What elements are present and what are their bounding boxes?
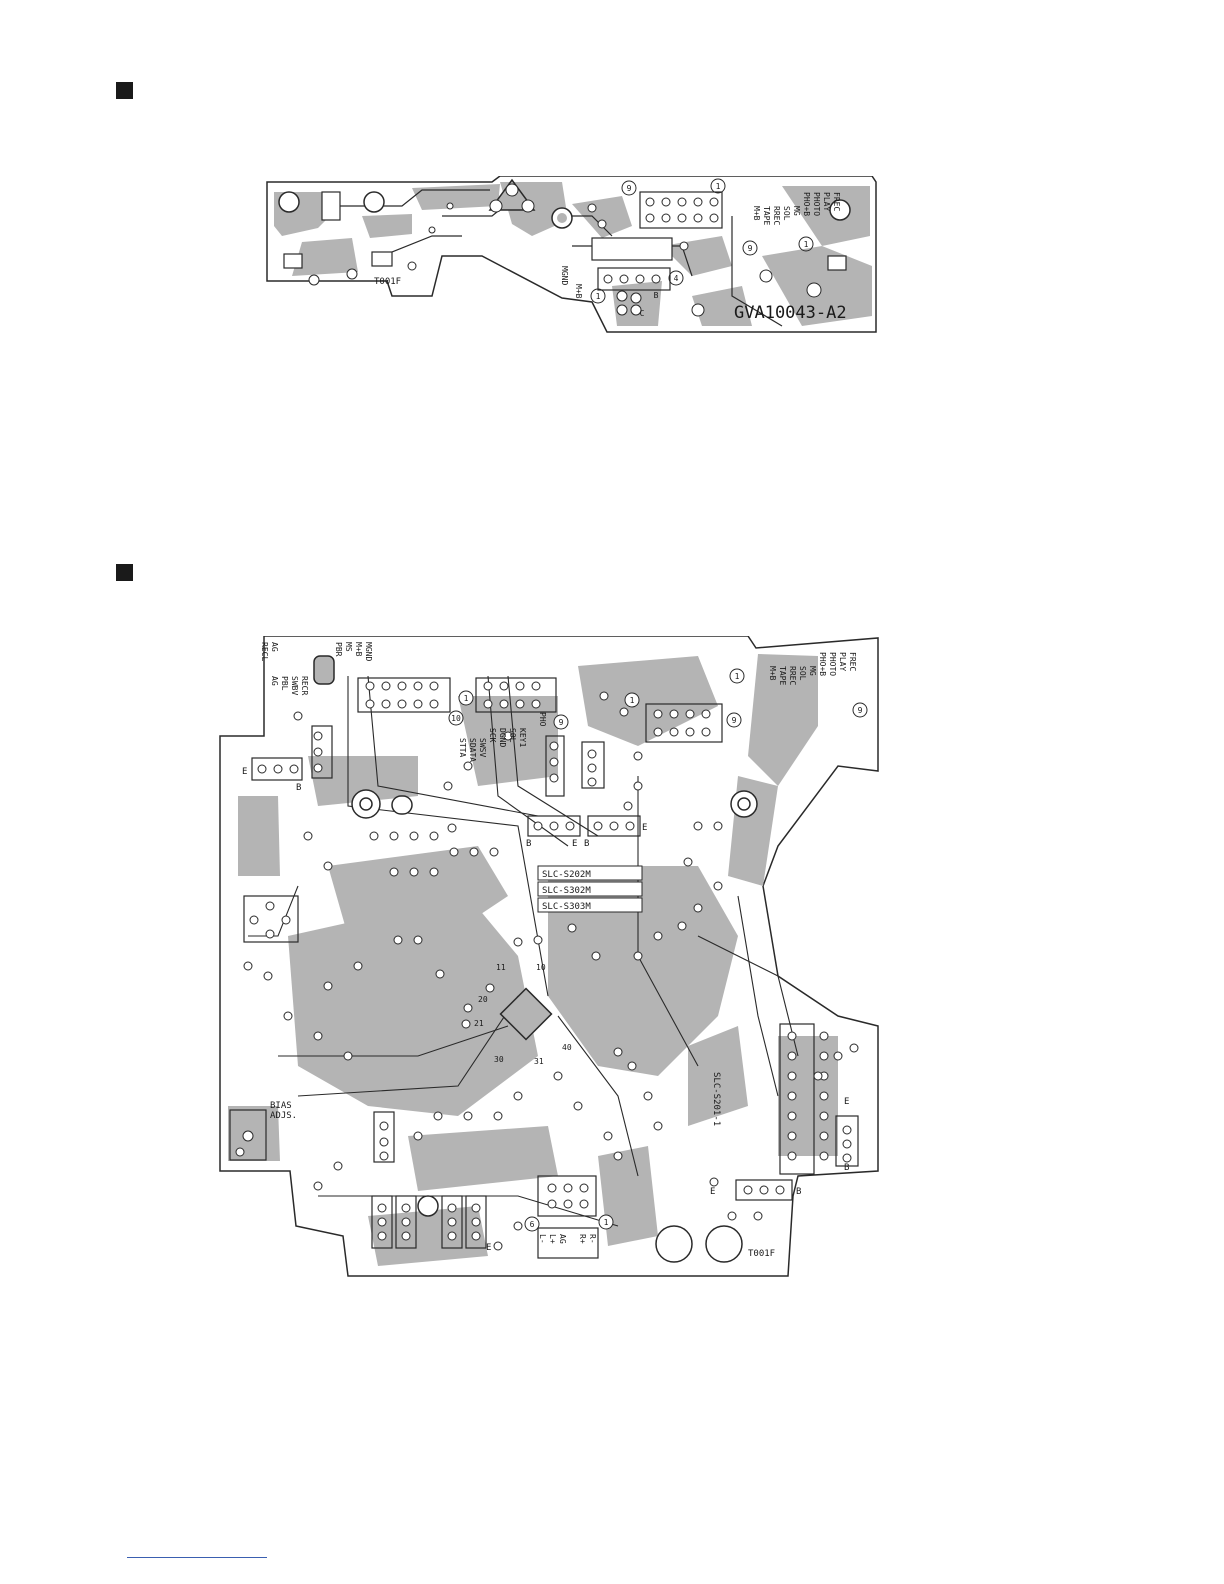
board2-terminal-letter: B bbox=[296, 783, 301, 793]
board2-pin-marker: 6 bbox=[530, 1220, 535, 1229]
board2-connector-right: TAPE bbox=[778, 666, 787, 685]
board2-ic-pin: 40 bbox=[562, 1043, 572, 1052]
pcb-board-main: FREC PLAY PHOTO PHO+B MG SOL RREC TAPE M… bbox=[219, 636, 879, 1277]
board2-pin-marker: 1 bbox=[604, 1218, 609, 1227]
board2-connector-left: AG bbox=[270, 642, 279, 652]
board2-terminal-letter: E bbox=[710, 1187, 715, 1197]
board1-connector-label: MG bbox=[792, 206, 801, 216]
board1-connector-label: PHO+B bbox=[802, 192, 811, 216]
board2-terminal-letter: B bbox=[526, 839, 531, 849]
board1-pin-marker: 9 bbox=[627, 184, 632, 193]
board2-output-label: L- bbox=[538, 1234, 547, 1244]
board2-connector-left: SWBV bbox=[290, 676, 299, 695]
board2-output-label: AG bbox=[558, 1234, 567, 1244]
board2-connector-right: RREC bbox=[788, 666, 797, 685]
board2-connector-left: PBR bbox=[334, 642, 343, 657]
board2-connector-right: FREC bbox=[848, 652, 857, 671]
board2-connector-left: AG bbox=[270, 676, 279, 686]
board2-ic-pin: 11 bbox=[496, 963, 506, 972]
board2-chip-label: SLC-S202M bbox=[542, 870, 591, 880]
board2-terminal-letter: E bbox=[844, 1097, 849, 1107]
board2-terminal-letter: E bbox=[242, 767, 247, 777]
board2-chip-label: SLC-S302M bbox=[542, 886, 591, 896]
board1-side-label-1: MGND bbox=[560, 266, 569, 285]
board2-connector-right: SOL bbox=[798, 666, 807, 681]
board2-signal-label: SOL bbox=[508, 728, 517, 743]
board1-pin-marker: 1 bbox=[804, 240, 809, 249]
board2-pattern-id: T001F bbox=[748, 1249, 775, 1259]
board2-output-label: R+ bbox=[578, 1234, 587, 1244]
board2-terminal-letter: B bbox=[844, 1163, 849, 1173]
board2-connector-left: RECR bbox=[300, 676, 309, 695]
board2-connector-right: MG bbox=[808, 666, 817, 676]
board2-ic-pin: 10 bbox=[536, 963, 546, 972]
board2-ic-pin: 30 bbox=[494, 1055, 504, 1064]
board2-signal-label: SDATA bbox=[468, 738, 477, 762]
board2-output-label: R- bbox=[588, 1234, 597, 1244]
board2-connector-right: PLAY bbox=[838, 652, 847, 671]
board2-terminal-letter: B bbox=[796, 1187, 801, 1197]
board1-transistor-label: B bbox=[654, 291, 659, 300]
board1-connector-label: FREC bbox=[832, 192, 841, 211]
board2-pin-marker: 10 bbox=[451, 714, 461, 723]
board2-signal-label: KEY1 bbox=[518, 728, 527, 747]
board2-pin-marker: 1 bbox=[735, 672, 740, 681]
board2-signal-label: PHO bbox=[538, 712, 547, 727]
board1-connector-label: PLAY bbox=[822, 192, 831, 211]
board2-connector-right: PHO+B bbox=[818, 652, 827, 676]
board2-connector-right: M+B bbox=[768, 666, 777, 681]
pcb-board-top: T001F GVA10043-A2 MGND M+B FREC PLAY PHO… bbox=[266, 176, 877, 333]
board2-connector-left: MS bbox=[344, 642, 353, 652]
board1-pin-marker: 1 bbox=[596, 292, 601, 301]
board2-signal-label: SWSV bbox=[478, 738, 487, 757]
board2-connector-right: PHOTO bbox=[828, 652, 837, 676]
board1-pin-marker: 4 bbox=[674, 274, 679, 283]
board2-terminal-letter: E bbox=[642, 823, 647, 833]
board1-pin-marker: 9 bbox=[748, 244, 753, 253]
board2-signal-label: SCK bbox=[488, 728, 497, 743]
board1-transistor-label: C bbox=[640, 309, 645, 318]
board2-bias-label: BIAS bbox=[270, 1101, 292, 1111]
footer-rule bbox=[127, 1557, 267, 1558]
board2-signal-label: DGND bbox=[498, 728, 507, 747]
board2-connector-left: M+B bbox=[354, 642, 363, 657]
board1-connector-label: SOL bbox=[782, 206, 791, 221]
board1-connector-label: PHOTO bbox=[812, 192, 821, 216]
board1-pin-marker: 1 bbox=[716, 182, 721, 191]
board1-connector-label: RREC bbox=[772, 206, 781, 225]
board2-terminal-letter: E bbox=[572, 839, 577, 849]
board2-connector-left: MGND bbox=[364, 642, 373, 661]
board2-pin-marker: 1 bbox=[630, 696, 635, 705]
board2-chip-label: SLC-S303M bbox=[542, 902, 591, 912]
board2-pin-marker: 9 bbox=[559, 718, 564, 727]
board1-connector-label: TAPE bbox=[762, 206, 771, 225]
board1-pattern-id: T001F bbox=[374, 277, 401, 287]
section-bullet-bottom bbox=[116, 564, 133, 581]
board2-signal-label: STTA bbox=[458, 738, 467, 757]
section-bullet-top bbox=[116, 82, 133, 99]
board1-connector-label: M+B bbox=[752, 206, 761, 221]
board2-pin-marker: 9 bbox=[858, 706, 863, 715]
board2-output-label: L+ bbox=[548, 1234, 557, 1244]
board2-ic-pin: 21 bbox=[474, 1019, 484, 1028]
board1-part-number: GVA10043-A2 bbox=[734, 303, 847, 323]
board2-ic-pin: 20 bbox=[478, 995, 488, 1004]
board2-vertical-chip: SLC-S201-1 bbox=[711, 1072, 721, 1126]
board2-terminal-letter: B bbox=[584, 839, 589, 849]
board2-bias-label: ADJS. bbox=[270, 1111, 297, 1121]
board1-side-label-2: M+B bbox=[574, 284, 583, 299]
board2-pin-marker: 1 bbox=[464, 694, 469, 703]
board2-pin-marker: 9 bbox=[732, 716, 737, 725]
board2-terminal-letter: E bbox=[486, 1243, 491, 1253]
board2-ic-pin: 31 bbox=[534, 1057, 544, 1066]
board2-connector-left: PBL bbox=[280, 676, 289, 691]
board2-connector-left: RECL bbox=[260, 642, 269, 661]
